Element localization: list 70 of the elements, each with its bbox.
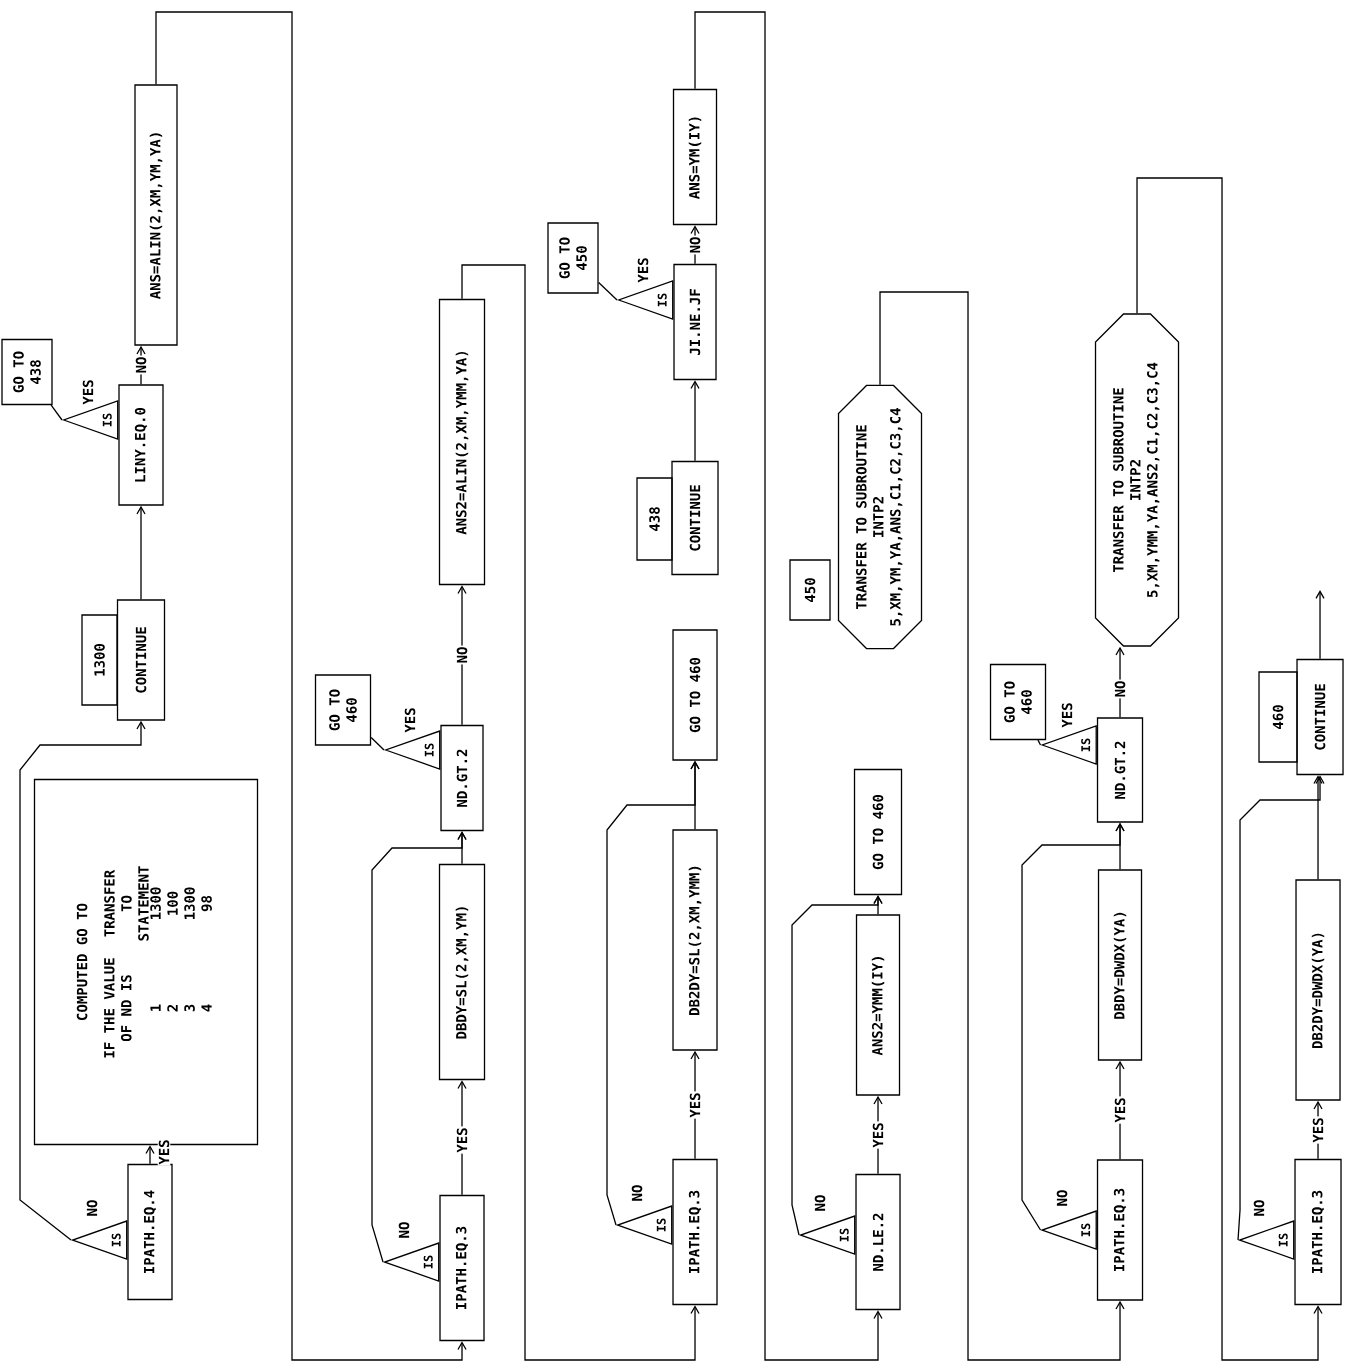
process-box: CONTINUE: [1296, 658, 1344, 776]
arrow: [145, 1145, 155, 1165]
decision-box: IPATH.EQ.3: [1096, 1159, 1144, 1301]
process-box: DBDY=DWDX(YA): [1097, 869, 1143, 1061]
decision-box: ND.LE.2: [855, 1173, 901, 1311]
connector-line: [598, 281, 618, 301]
arrow: [457, 585, 467, 726]
arrow: [873, 895, 883, 915]
statement-number-box: 450: [789, 559, 831, 621]
statement-number-box: 438: [636, 477, 673, 561]
edge-label: NO: [397, 1220, 411, 1240]
subroutine-box: TRANSFER TO SUBROUTINE INTP2 5,XM,YMM,YA,ANS2,C1,C2,C3,C4: [1094, 313, 1180, 647]
decision-box: IPATH.EQ.3: [672, 1158, 718, 1306]
statement-number-box: 1300: [81, 614, 118, 706]
process-box: GO TO 460: [853, 768, 903, 896]
arrow: [461, 264, 700, 1361]
edge-label: NO: [813, 1193, 827, 1213]
edge-label: YES: [1311, 1116, 1325, 1144]
connector-line: [370, 736, 385, 751]
arrow: [136, 505, 146, 600]
edge-label: YES: [688, 1091, 702, 1119]
subroutine-box: TRANSFER TO SUBROUTINE INTP2 5,XM,YM,YA,ANS,C1,C2,C3,C4: [837, 384, 923, 650]
arrow: [694, 11, 883, 1361]
decision-box: JI.NE.JF: [673, 263, 717, 381]
arrow: [136, 345, 146, 385]
edge-label: YES: [1113, 1096, 1127, 1124]
process-box: ANS=ALIN(2,XM,YM,YA): [134, 84, 178, 346]
arrow: [1115, 822, 1125, 870]
edge-label: NO: [1113, 679, 1127, 699]
process-box: GO TO 460: [314, 674, 372, 746]
edge-label: NO: [85, 1198, 99, 1218]
edge-label: NO: [134, 355, 148, 375]
process-box: CONTINUE: [116, 599, 166, 721]
process-box: DB2DY=SL(2,XM,YMM): [672, 829, 718, 1051]
process-box: ANS2=ALIN(2,XM,YMM,YA): [438, 298, 486, 586]
edge-label: YES: [871, 1121, 885, 1149]
edge-label: NO: [630, 1183, 644, 1203]
decision-box: IPATH.EQ.3: [439, 1194, 485, 1342]
process-box: GO TO 450: [547, 222, 599, 294]
process-box: GO TO 460: [989, 663, 1047, 741]
decision-box: IPATH.EQ.3: [1294, 1158, 1342, 1306]
arrow: [155, 11, 467, 1361]
process-box: DB2DY=DWDX(YA): [1295, 879, 1341, 1101]
arrow: [690, 380, 700, 462]
process-box: CONTINUE: [671, 460, 719, 576]
arrow: [457, 831, 467, 865]
process-box: DBDY=SL(2,XM,YM): [438, 863, 486, 1081]
arrow: [879, 291, 1125, 1361]
edge-label: NO: [455, 645, 469, 665]
decision-box: ND.GT.2: [440, 724, 484, 832]
arrow: [690, 760, 700, 830]
process-box: ANS2=YMM(IY): [855, 914, 901, 1096]
arrow: [1136, 177, 1323, 1361]
arrow: [1313, 775, 1323, 880]
edge-label: NO: [1055, 1188, 1069, 1208]
arrow: [1237, 775, 1325, 1241]
edge-label: NO: [1252, 1198, 1266, 1218]
statement-number-box: 460: [1258, 671, 1298, 763]
decision-box: ND.GT.2: [1096, 717, 1144, 823]
edge-label: YES: [455, 1126, 469, 1154]
connector-line: [50, 404, 63, 421]
process-box: ANS=YM(IY): [672, 88, 718, 226]
decision-box: LINY.EQ.0: [118, 384, 164, 506]
arrow: [1315, 590, 1325, 660]
arrow: [19, 720, 146, 1241]
edge-label: YES: [157, 1138, 171, 1166]
process-box: GO TO 438: [1, 338, 53, 406]
connector-line: [1037, 739, 1042, 746]
process-box: GO TO 460: [672, 629, 718, 761]
edge-label: NO: [688, 235, 702, 255]
